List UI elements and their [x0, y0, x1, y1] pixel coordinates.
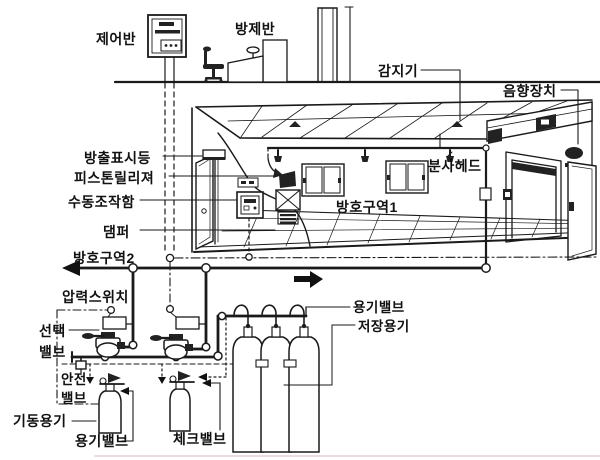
pipe-fitting: [479, 187, 492, 201]
sound-device-icon: [560, 89, 583, 167]
chair-icon: [203, 46, 224, 82]
label-selector-valve: 선택 밸브: [39, 323, 66, 360]
label-storage-container: 저장용기: [358, 319, 410, 334]
label-starting-container-valve: 용기밸브: [75, 433, 129, 449]
label-manual-operation-box: 수동조작함: [68, 194, 135, 210]
pilot-lines: [86, 317, 227, 384]
floor: [193, 209, 593, 253]
label-storage-container-valve: 용기밸브: [353, 300, 405, 315]
bottom-leaders: [71, 379, 221, 442]
manual-operation-box-icon: [139, 177, 264, 255]
label-fire-control-console: 방제반: [235, 21, 276, 37]
window-2: [385, 160, 429, 194]
discharge-indicator-icon: [162, 149, 226, 160]
control-panel-icon: [147, 14, 187, 58]
label-pressure-switch: 압력스위치: [62, 289, 129, 305]
control-signal-lines: [56, 256, 599, 405]
storage-leaders: [283, 306, 356, 386]
label-discharge-indicator: 방출표시등: [84, 150, 151, 166]
cutaway-curve: [217, 132, 311, 247]
left-door: [195, 153, 219, 251]
damper-icon: [139, 189, 301, 231]
storage-cylinders: [232, 304, 320, 453]
spray-head-icons: [274, 149, 454, 162]
label-piston-releaser: 피스톤릴리져: [74, 170, 155, 186]
ceiling-beam: [486, 101, 593, 144]
wire-junction: [165, 253, 175, 263]
safety-valve-icon: [75, 356, 87, 374]
detector-leader: [420, 69, 461, 121]
label-starting-container: 기동용기: [13, 413, 67, 429]
fire-control-console-icon: [227, 39, 288, 83]
flow-arrow: [294, 271, 323, 288]
control-wires: [164, 56, 175, 254]
label-control-panel: 제어반: [96, 31, 137, 47]
starting-container-2: [169, 371, 195, 432]
wall-column: [317, 6, 354, 83]
label-check-valve: 체크밸브: [173, 431, 227, 447]
manifold-loops: [233, 304, 305, 327]
pipe-node: [482, 144, 490, 152]
selector-valve-1: [68, 329, 125, 358]
detector-dome-2: [451, 121, 463, 127]
label-sound-device: 음향장치: [503, 83, 557, 99]
window-1: [301, 163, 345, 197]
discharge-pipe: [266, 133, 488, 268]
piston-releaser-icon: [168, 147, 296, 188]
label-detector: 감지기: [378, 63, 419, 79]
label-protected-zone-1: 방호구역1: [336, 199, 398, 215]
wire-junction-2: [245, 253, 253, 261]
zone2-arrow: [62, 260, 80, 276]
label-damper: 댐퍼: [103, 224, 130, 240]
right-door: [503, 151, 597, 261]
label-safety-valve: 안전 밸브: [61, 372, 87, 406]
selector-valve-2: [150, 334, 193, 360]
label-spray-head: 분사헤드: [428, 158, 482, 174]
starting-container-1: [98, 373, 125, 434]
label-protected-zone-2: 방호구역2: [73, 250, 135, 266]
detector-dome: [289, 121, 301, 127]
pressure-switch-icons: [102, 304, 207, 330]
